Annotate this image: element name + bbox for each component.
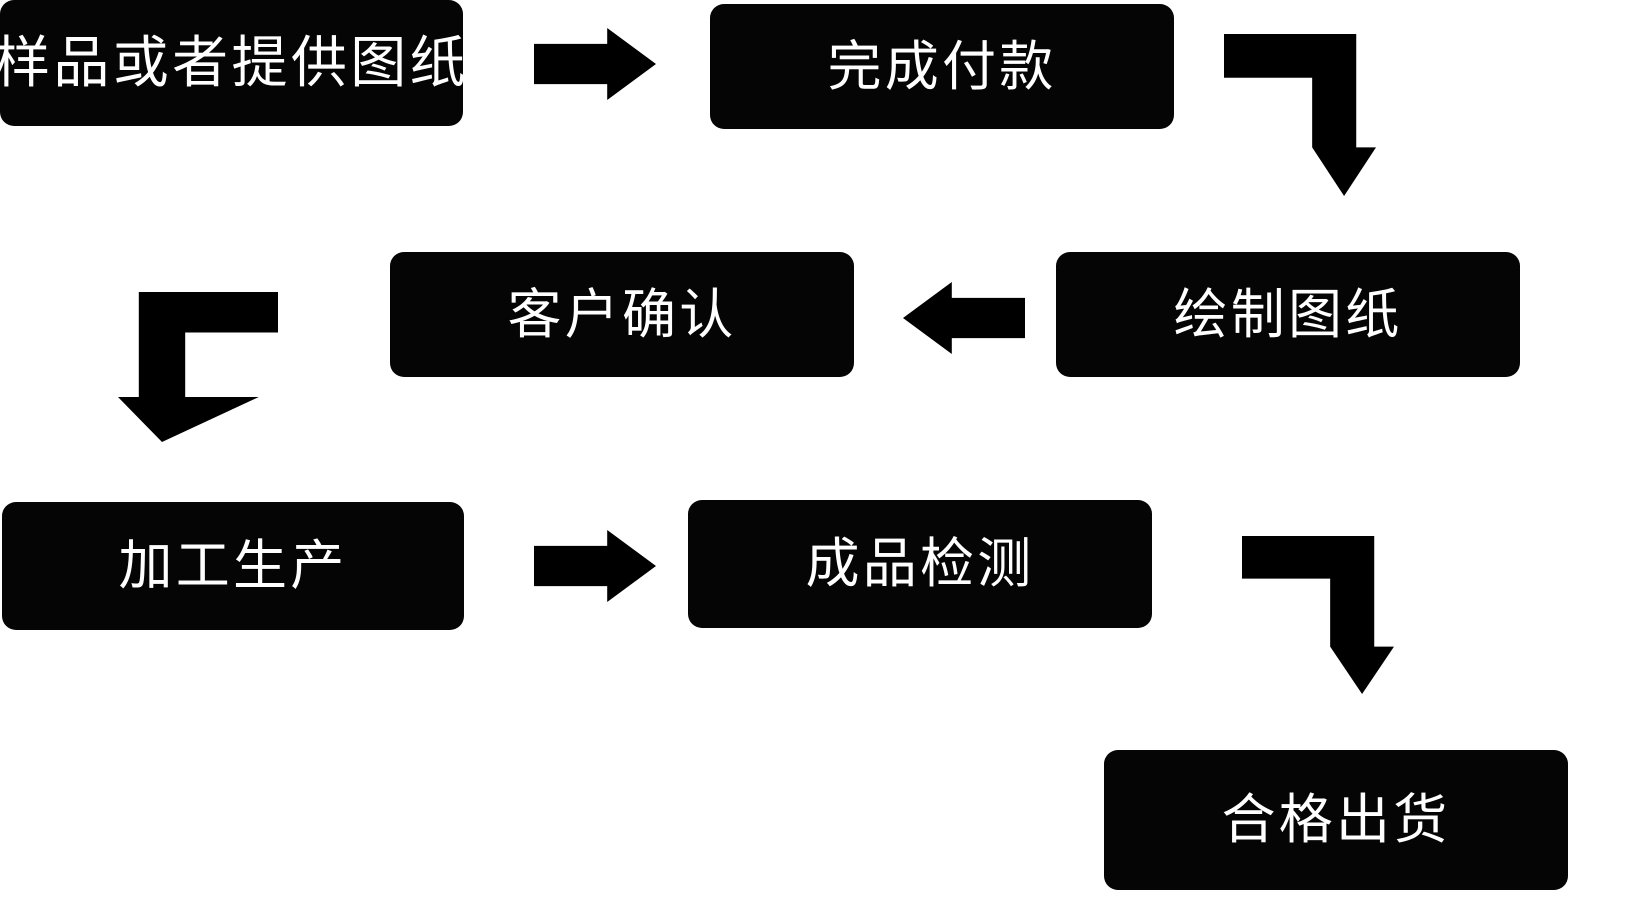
flow-connector-arrow-right-icon	[534, 28, 656, 100]
flow-connector-arrow-left-icon	[903, 282, 1025, 354]
flow-node-label: 绘制图纸	[1173, 284, 1403, 345]
flow-node-qualified-shipment[interactable]: 合格出货	[1104, 750, 1568, 890]
flow-node-label: 成品检测	[805, 534, 1035, 594]
flow-node-label: 合格出货	[1221, 790, 1451, 850]
flow-connector-elbow-left-down-icon	[118, 292, 278, 442]
flow-node-label: 完成付款	[827, 36, 1057, 97]
flow-node-complete-payment[interactable]: 完成付款	[710, 4, 1174, 129]
flow-node-product-inspection[interactable]: 成品检测	[688, 500, 1152, 628]
flow-node-draw-drawing[interactable]: 绘制图纸	[1056, 252, 1520, 377]
flow-node-label: 客户确认	[507, 284, 737, 345]
flow-node-sample-or-drawing[interactable]: 样品或者提供图纸	[0, 0, 466, 126]
flow-connector-elbow-right-down-icon	[1224, 34, 1376, 196]
flow-node-customer-confirm[interactable]: 客户确认	[390, 252, 854, 377]
flow-node-processing-production[interactable]: 加工生产	[2, 502, 464, 630]
flow-connector-arrow-right-icon	[534, 530, 656, 602]
flow-connector-elbow-right-down-icon	[1242, 536, 1394, 694]
flow-node-label: 加工生产	[118, 536, 348, 596]
flow-node-label: 样品或者提供图纸	[0, 31, 469, 94]
